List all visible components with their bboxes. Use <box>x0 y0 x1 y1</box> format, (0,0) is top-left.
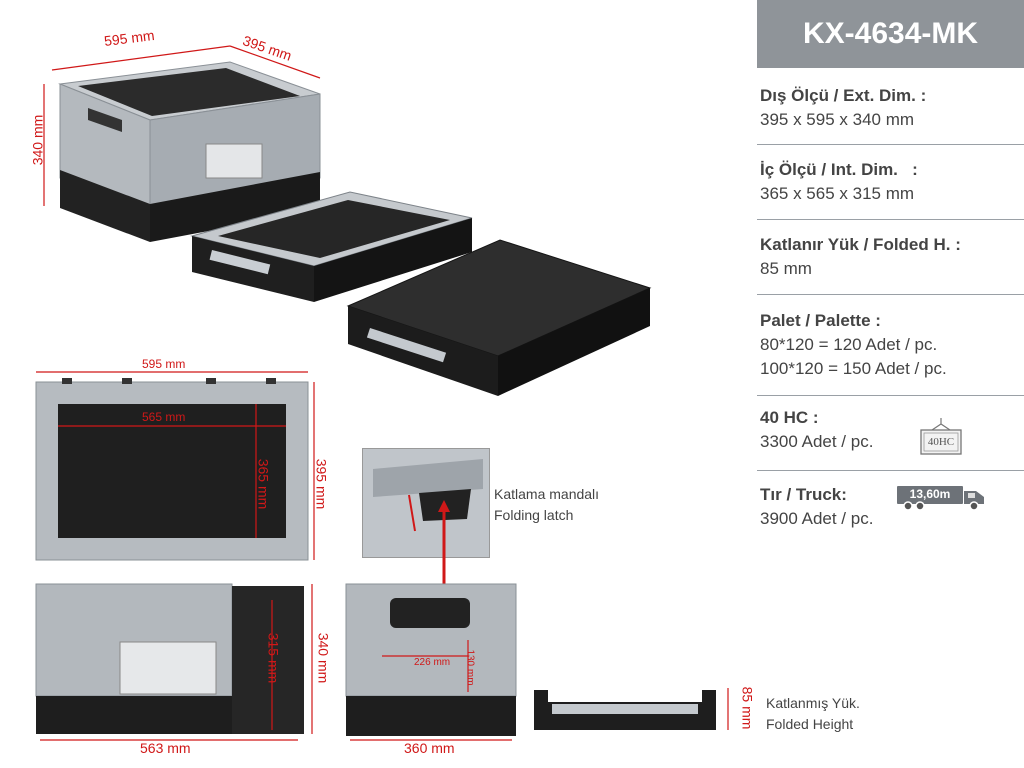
truck-icon-label: 13,60m <box>909 487 951 501</box>
top-outer-width-label: 395 mm <box>313 458 330 510</box>
iso-height-label: 340 mm <box>29 114 46 166</box>
folded-caption: Katlanmış Yük. Folded Height <box>766 693 860 735</box>
spec-value: 365 x 565 x 315 mm <box>760 184 915 203</box>
product-code: KX-4634-MK <box>802 17 979 50</box>
divider <box>757 294 1024 295</box>
spec-label: Tır / Truck: <box>760 485 847 504</box>
container-icon: 40HC <box>918 416 964 456</box>
spec-value: 395 x 595 x 340 mm <box>760 110 915 129</box>
latch-caption: Katlama mandalı Folding latch <box>494 484 599 526</box>
spec-label: İç Ölçü / Int. Dim. : <box>760 160 918 179</box>
spec-40hc: 40 HC : 3300 Adet / pc. <box>760 406 1024 454</box>
latch-detail-image <box>362 448 490 558</box>
front-handle-width-label: 226 mm <box>414 657 451 668</box>
crate-folded-view <box>340 236 660 402</box>
spec-value: 3300 Adet / pc. <box>760 432 874 451</box>
latch-caption-tr: Katlama mandalı <box>494 486 600 502</box>
folded-caption-tr: Katlanmış Yük. <box>766 695 860 711</box>
divider <box>757 470 1024 471</box>
crate-front-view: 226 mm 130 mm 360 mm <box>342 580 522 760</box>
divider <box>757 395 1024 396</box>
crate-folding-view <box>190 180 475 315</box>
spec-value: 85 mm <box>760 259 812 278</box>
divider <box>757 219 1024 220</box>
spec-external-dim: Dış Ölçü / Ext. Dim. : 395 x 595 x 340 m… <box>760 84 1024 132</box>
spec-folded-height: Katlanır Yük / Folded H. : 85 mm <box>760 233 1024 281</box>
product-code-header: KX-4634-MK <box>757 0 1024 68</box>
container-icon-label: 40HC <box>927 436 955 448</box>
folded-height-label: 85 mm <box>739 686 756 730</box>
crate-side-view: 563 mm 315 mm 340 mm <box>30 580 340 760</box>
divider <box>757 144 1024 145</box>
spec-value: 100*120 = 150 Adet / pc. <box>760 359 947 378</box>
side-inner-height-label: 315 mm <box>265 632 282 684</box>
side-height-label: 340 mm <box>315 632 332 684</box>
top-inner-width-label: 365 mm <box>255 458 272 510</box>
spec-value: 80*120 = 120 Adet / pc. <box>760 335 938 354</box>
spec-label: 40 HC : <box>760 408 819 427</box>
spec-label: Dış Ölçü / Ext. Dim. : <box>760 86 927 105</box>
top-inner-length-label: 565 mm <box>142 410 186 424</box>
front-handle-height-label: 130 mm <box>464 649 476 686</box>
spec-palette: Palet / Palette : 80*120 = 120 Adet / pc… <box>760 309 1024 381</box>
truck-icon: 13,60m <box>896 484 990 512</box>
spec-value: 3900 Adet / pc. <box>760 509 874 528</box>
side-length-label: 563 mm <box>140 740 191 756</box>
folded-caption-en: Folded Height <box>766 716 854 732</box>
crate-isometric-view: 595 mm 395 mm 340 mm <box>29 20 330 250</box>
spec-internal-dim: İç Ölçü / Int. Dim. : 365 x 565 x 315 mm <box>760 158 1024 206</box>
spec-truck: Tır / Truck: 3900 Adet / pc. <box>760 483 1024 531</box>
latch-caption-en: Folding latch <box>494 507 574 523</box>
spec-label: Katlanır Yük / Folded H. : <box>760 235 961 254</box>
spec-label: Palet / Palette : <box>760 311 881 330</box>
front-width-label: 360 mm <box>404 740 455 756</box>
crate-folded-height-view <box>532 684 732 734</box>
top-outer-length-label: 595 mm <box>142 357 186 371</box>
crate-top-view: 595 mm 565 mm 365 mm 395 mm <box>20 350 350 565</box>
